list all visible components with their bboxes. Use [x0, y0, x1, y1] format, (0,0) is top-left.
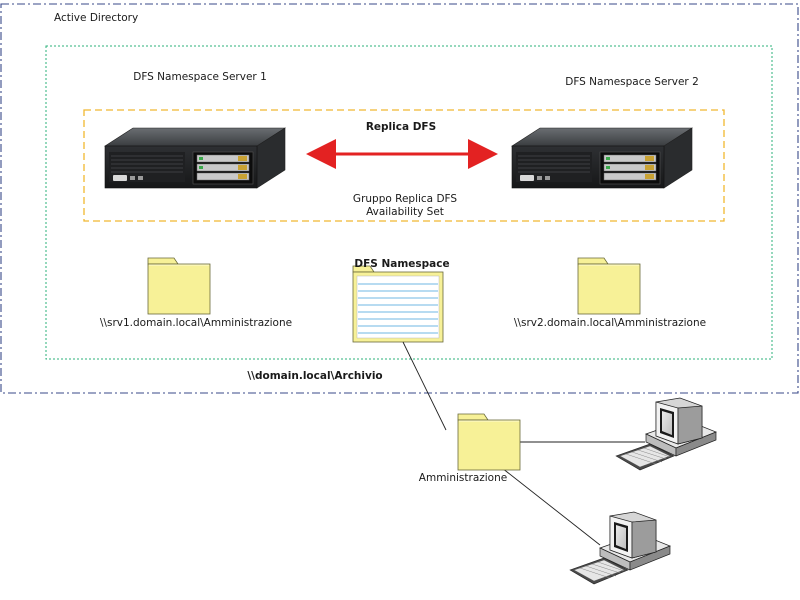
- client-folder-label: Amministrazione: [418, 472, 508, 484]
- replica-dfs-label: Replica DFS: [365, 121, 437, 133]
- server-1-icon: [104, 127, 286, 189]
- dfs-namespace-label: DFS Namespace: [354, 258, 450, 270]
- srv2-share-folder-icon: [577, 257, 641, 315]
- server-1-label: DFS Namespace Server 1: [133, 71, 267, 83]
- replica-group-label: Gruppo Replica DFS: [352, 193, 458, 205]
- client-folder-to-pc2-line: [501, 467, 601, 546]
- namespace-path-label: \\domain.local\Archivio: [247, 370, 383, 382]
- srv2-share-path: \\srv2.domain.local\Amministrazione: [513, 317, 707, 329]
- active-directory-boundary: [0, 3, 799, 394]
- server-2-icon: [511, 127, 693, 189]
- client-computer-1-icon: [615, 397, 717, 471]
- client-folder-icon: [457, 413, 521, 471]
- srv1-share-folder-icon: [147, 257, 211, 315]
- namespace-to-client-folder-line: [402, 341, 447, 431]
- namespace-document-icon: [352, 265, 444, 343]
- server-2-label: DFS Namespace Server 2: [565, 76, 699, 88]
- srv1-share-path: \\srv1.domain.local\Amministrazione: [99, 317, 293, 329]
- namespace-boundary: [45, 45, 773, 360]
- client-computer-2-icon: [569, 511, 671, 585]
- replica-group-boundary: [83, 109, 725, 222]
- availability-set-label: Availability Set: [366, 206, 444, 218]
- active-directory-label: Active Directory: [54, 12, 139, 24]
